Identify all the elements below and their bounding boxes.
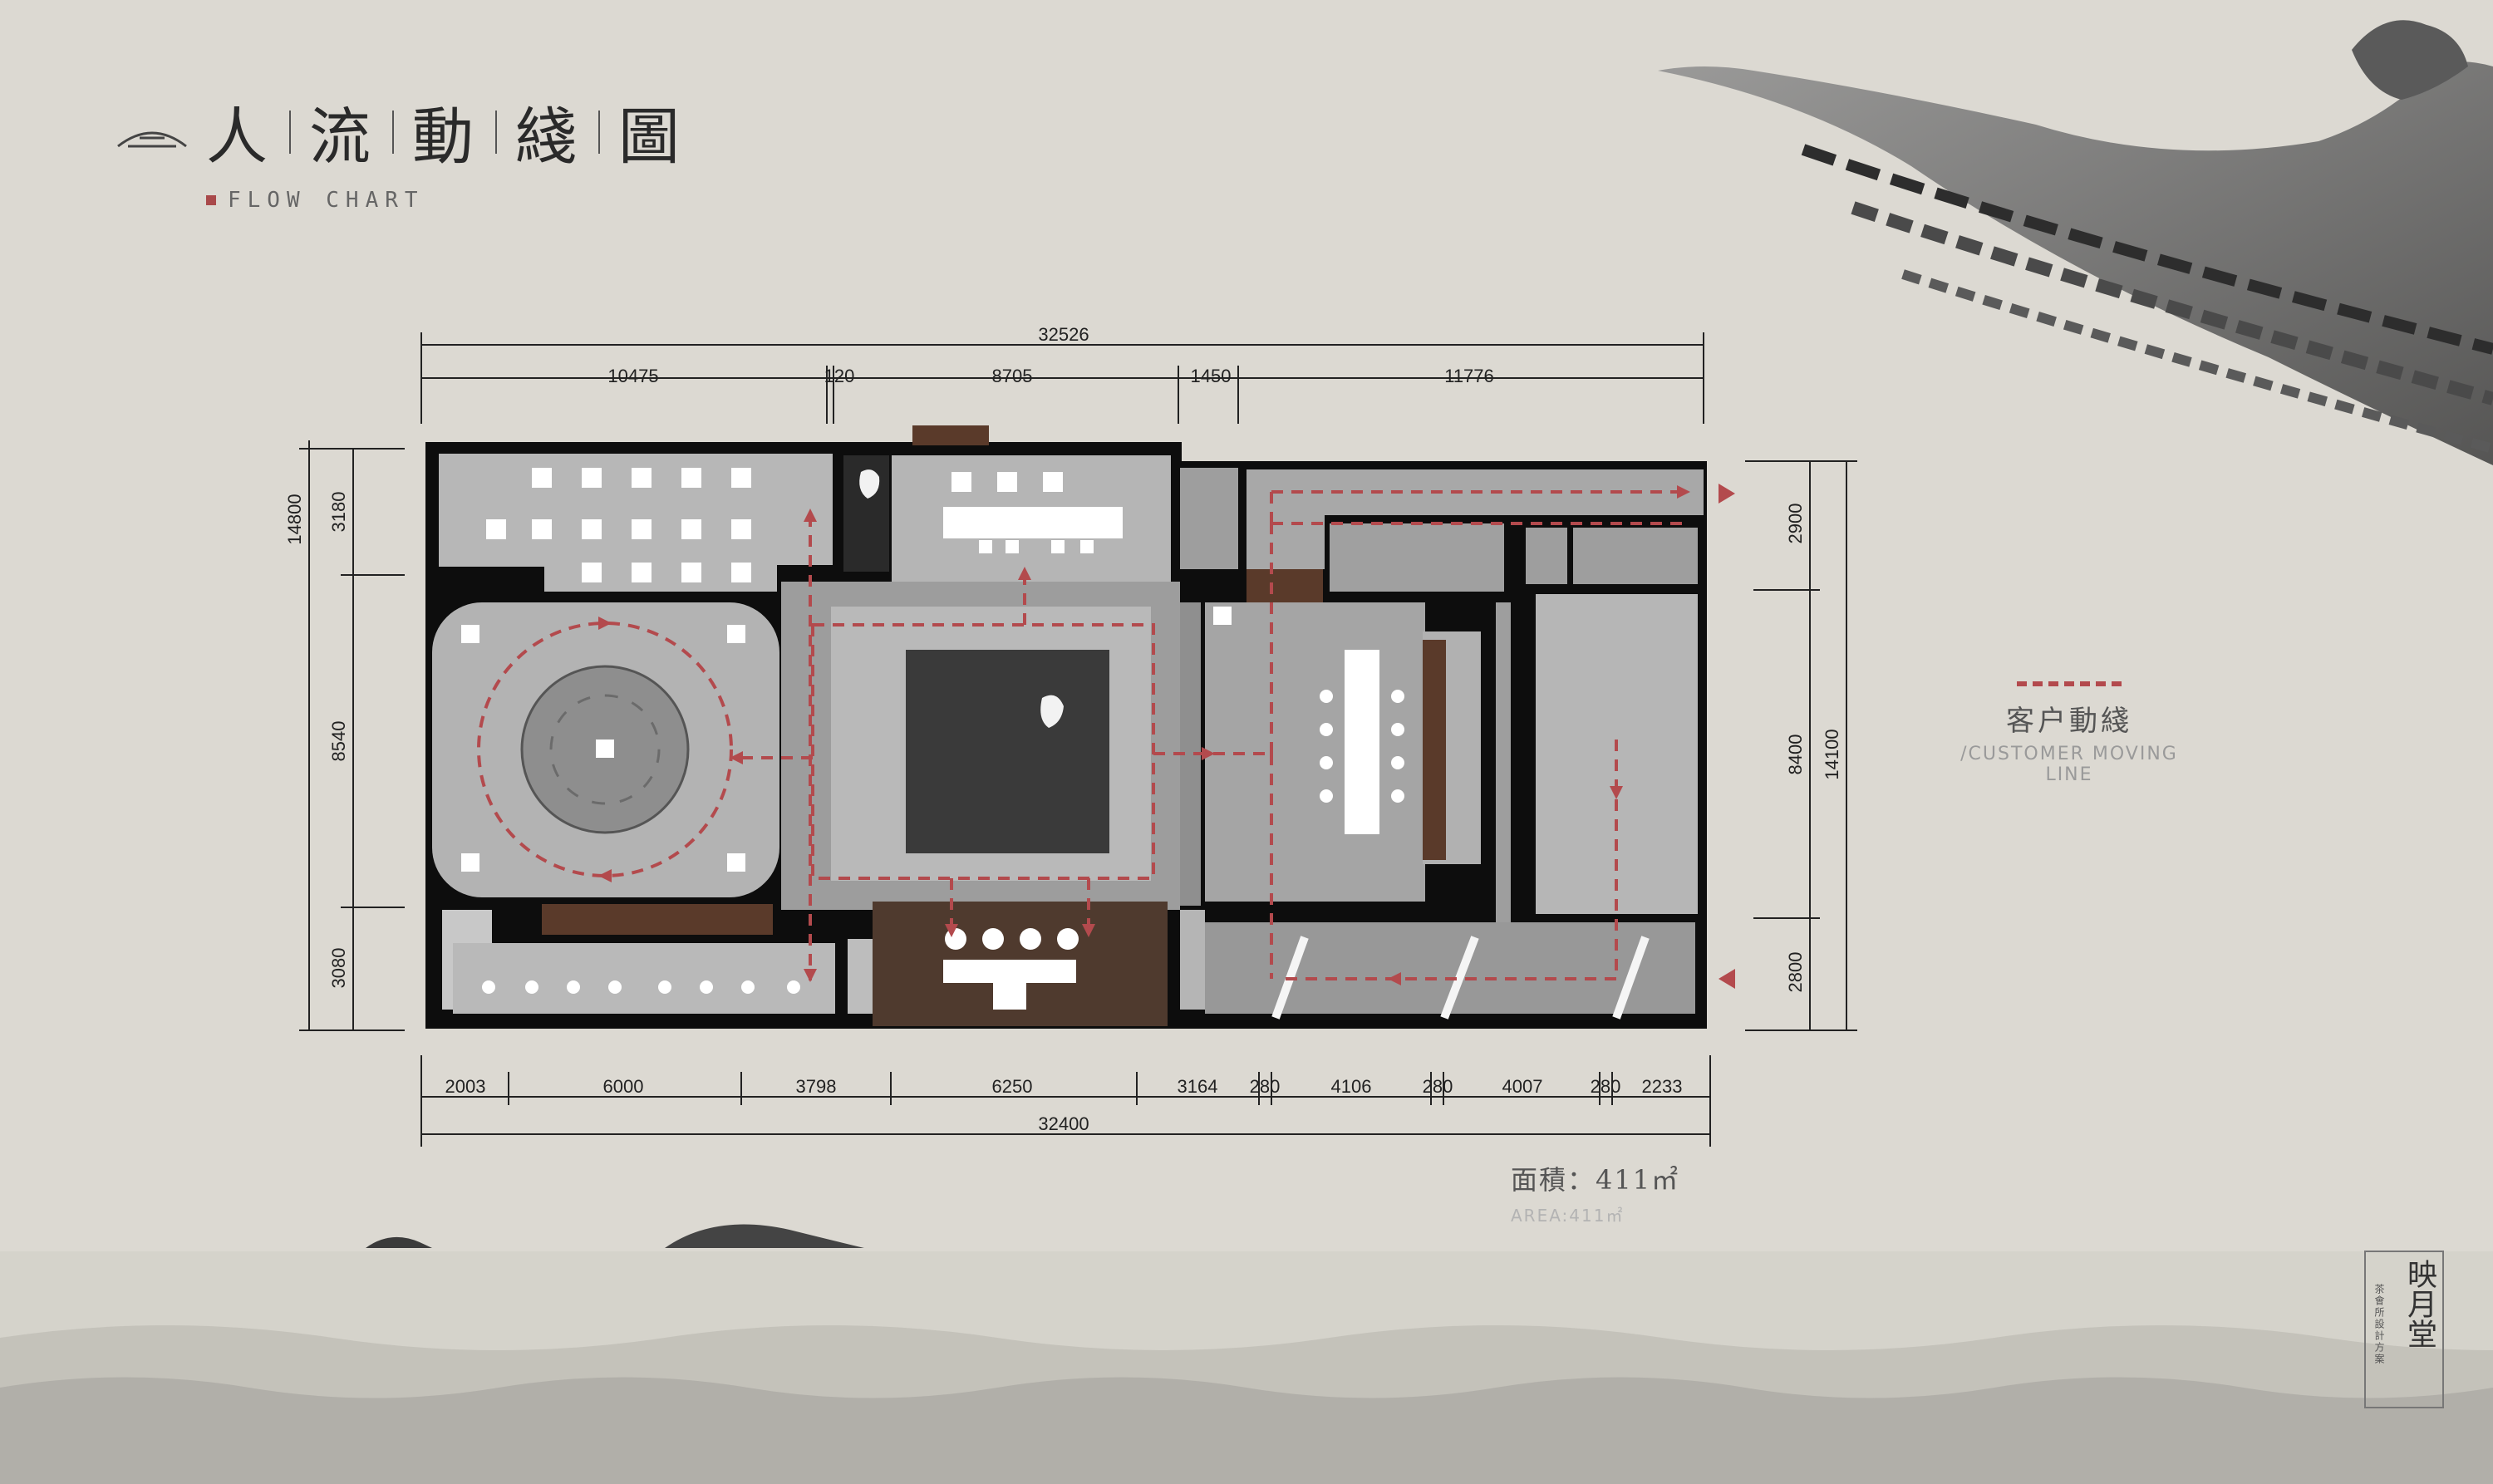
- dim-top-seg: 120: [824, 366, 855, 386]
- area-label-en: AREA:411㎡: [1511, 1206, 1625, 1226]
- dim-bottom-seg: 4007: [1502, 1076, 1543, 1097]
- entrance-wood-step: [912, 425, 989, 445]
- title-separator: [289, 110, 291, 154]
- flow-arrow-heads: [598, 484, 1735, 989]
- room-small-top-3: [1573, 528, 1698, 584]
- entry-bottom: [1180, 910, 1205, 1010]
- dim-right-seg: 8400: [1785, 735, 1806, 775]
- ink-landscape-illustration: [0, 1224, 2493, 1484]
- dimension-top: [420, 332, 1704, 424]
- legend-label-en: /CUSTOMER MOVING LINE: [1960, 744, 2178, 785]
- dim-left-seg: 8540: [328, 721, 349, 762]
- dim-top-seg: 10475: [607, 366, 658, 386]
- dim-bottom-seg: 2003: [445, 1076, 486, 1097]
- long-table: [1345, 650, 1379, 834]
- dim-right-seg: 2900: [1785, 504, 1806, 544]
- dim-top-total: 32526: [1038, 324, 1089, 345]
- dim-bottom-seg: 3164: [1178, 1076, 1218, 1097]
- square-bullet-icon: [206, 195, 216, 205]
- room-small-top: [1330, 523, 1504, 592]
- area-label-cn: 面積：411㎡: [1511, 1164, 1680, 1196]
- corridor-top: [1180, 468, 1238, 569]
- seal-caption: 茶會所設計方案: [2373, 1284, 2385, 1365]
- roof-logo-icon: [117, 131, 187, 147]
- legend-dashed-line-icon: [2017, 681, 2122, 686]
- subtitle-text: FLOW CHART: [228, 188, 425, 213]
- dimension-bottom: [420, 1055, 1711, 1147]
- seal-stamp: 映月堂 茶會所設計方案: [2364, 1251, 2444, 1408]
- page-subtitle: FLOW CHART: [206, 188, 683, 213]
- title-char: 圖: [618, 101, 683, 173]
- customer-flow-lines: [477, 490, 1687, 980]
- rock-icon: [1040, 695, 1064, 728]
- area-block: 面積：411㎡ AREA:411㎡: [1511, 1159, 1679, 1226]
- dim-left-seg: 3180: [328, 492, 349, 533]
- dim-bottom-seg: 280: [1423, 1076, 1453, 1097]
- center-stool: [596, 740, 614, 758]
- dim-right-total: 14100: [1822, 729, 1842, 779]
- sculpture-stone-icon: [859, 469, 880, 499]
- dim-top-seg: 1450: [1191, 366, 1232, 386]
- exit-arrow-icon: [1719, 969, 1735, 989]
- corridor-right: [1496, 602, 1511, 926]
- dimension-left: [299, 440, 405, 1031]
- tea-counter-leg: [993, 976, 1026, 1010]
- small-room: [848, 939, 873, 1014]
- dim-bottom-seg: 6000: [603, 1076, 644, 1097]
- dim-right-seg: 2800: [1785, 952, 1806, 993]
- stools-top-left: [461, 468, 1232, 872]
- title-separator: [598, 110, 600, 154]
- title-block: 人 流 動 綫 圖 FLOW CHART: [116, 87, 683, 213]
- water-feature: [906, 650, 1109, 853]
- wood-panel: [1423, 640, 1446, 860]
- roof-eave-illustration: [1658, 20, 2493, 466]
- title-char: 動: [412, 101, 477, 173]
- page-title: 人 流 動 綫 圖: [116, 87, 683, 176]
- room-small-top-2: [1526, 528, 1567, 584]
- dim-top-seg: 8705: [992, 366, 1033, 386]
- legend: 客户動綫 /CUSTOMER MOVING LINE: [1936, 681, 2202, 785]
- dim-left-seg: 3080: [328, 948, 349, 989]
- dim-bottom-seg: 4106: [1331, 1076, 1372, 1097]
- dim-bottom-seg: 280: [1250, 1076, 1281, 1097]
- title-separator: [392, 110, 394, 154]
- seal-name: 映月堂: [2402, 1259, 2436, 1349]
- round-table-ring: [549, 694, 661, 805]
- title-separator: [495, 110, 497, 154]
- dim-bottom-seg: 3798: [796, 1076, 837, 1097]
- dim-top-seg: 11776: [1444, 366, 1494, 386]
- title-char: 人: [206, 101, 271, 173]
- meeting-table: [943, 507, 1123, 538]
- title-char: 流: [309, 101, 374, 173]
- entry-arrow-icon: [1719, 484, 1735, 504]
- title-char: 綫: [515, 101, 580, 173]
- legend-label-cn: 客户動綫: [2006, 705, 2132, 738]
- dim-bottom-seg: 280: [1591, 1076, 1621, 1097]
- wood-bench: [542, 904, 773, 935]
- door-wood-step: [1246, 569, 1323, 602]
- dim-bottom-seg: 2233: [1642, 1076, 1683, 1097]
- room-bottom-left: [453, 943, 835, 1014]
- dim-bottom-total: 32400: [1038, 1113, 1089, 1134]
- dimension-right: [1745, 460, 1857, 1031]
- dim-left-total: 14800: [284, 494, 305, 544]
- dim-bottom-seg: 6250: [992, 1076, 1033, 1097]
